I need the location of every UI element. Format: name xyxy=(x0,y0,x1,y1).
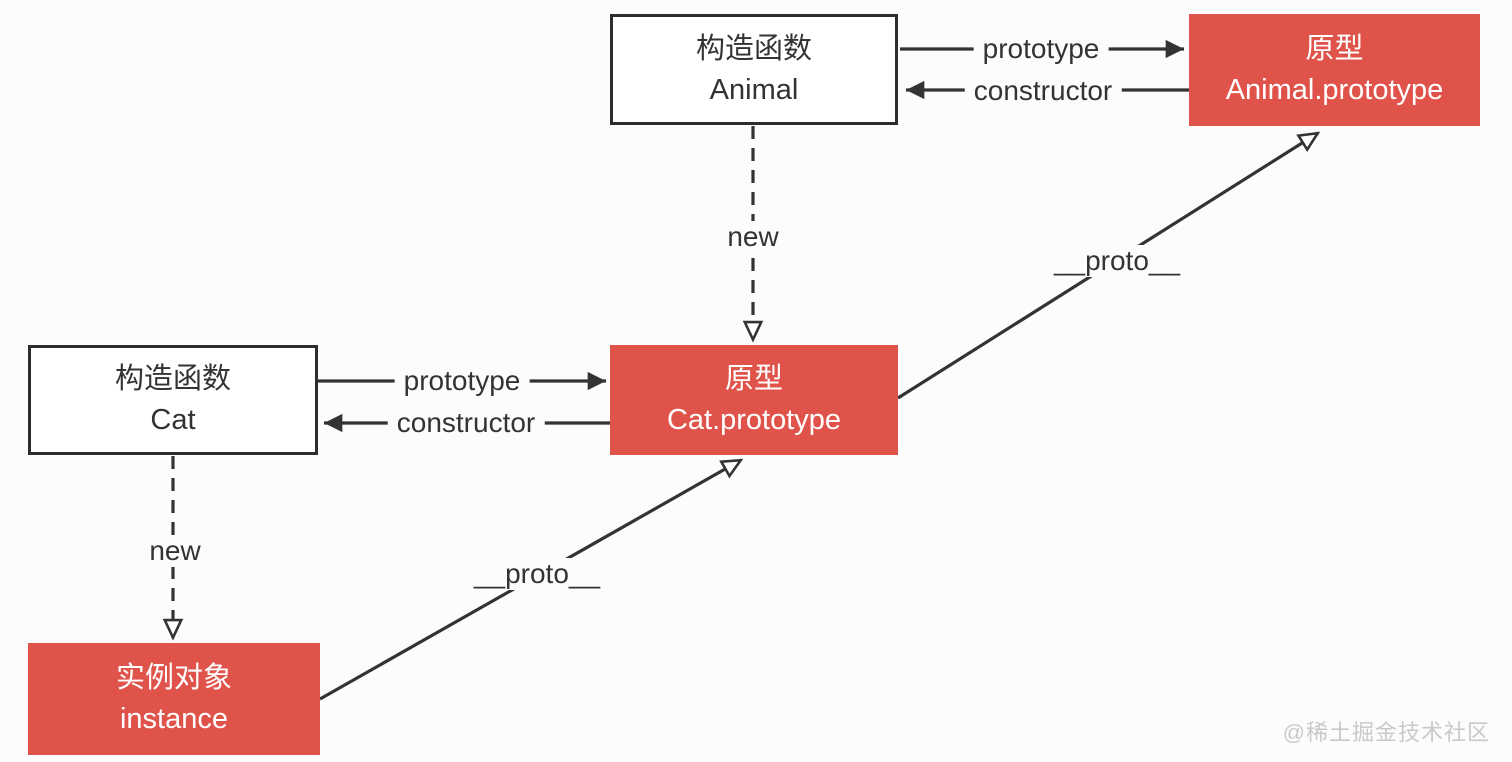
instance-title: 实例对象 xyxy=(115,662,232,694)
cat-constructor-title: 构造函数 xyxy=(114,363,231,395)
instance-subtitle: instance xyxy=(119,703,228,735)
animal-constructor-title: 构造函数 xyxy=(695,32,812,65)
constructor-label-cat: constructor xyxy=(387,407,545,439)
cat-prototype-box: 原型 Cat.prototype xyxy=(610,345,898,455)
animal-prototype-box: 原型 Animal.prototype xyxy=(1189,14,1480,126)
animal-prototype-title: 原型 xyxy=(1305,33,1364,65)
animal-constructor-box: 构造函数 Animal xyxy=(610,14,898,125)
cat-constructor-box: 构造函数 Cat xyxy=(28,345,318,455)
watermark: @稀土掘金技术社区 xyxy=(1282,720,1490,745)
prototype-label-animal: prototype xyxy=(973,33,1109,65)
animal-constructor-subtitle: Animal xyxy=(709,73,799,106)
cat-prototype-subtitle: Cat.prototype xyxy=(666,404,842,436)
animal-prototype-subtitle: Animal.prototype xyxy=(1225,74,1444,106)
new-label-animal: new xyxy=(718,221,788,253)
new-label-cat: new xyxy=(140,535,210,567)
instance-box: 实例对象 instance xyxy=(28,643,320,755)
proto-label-lower: __proto__ xyxy=(464,558,610,590)
prototype-label-cat: prototype xyxy=(394,365,530,397)
cat-prototype-title: 原型 xyxy=(724,363,783,395)
cat-constructor-subtitle: Cat xyxy=(150,404,196,436)
constructor-label-animal: constructor xyxy=(964,75,1122,107)
proto-label-upper: __proto__ xyxy=(1044,245,1190,277)
